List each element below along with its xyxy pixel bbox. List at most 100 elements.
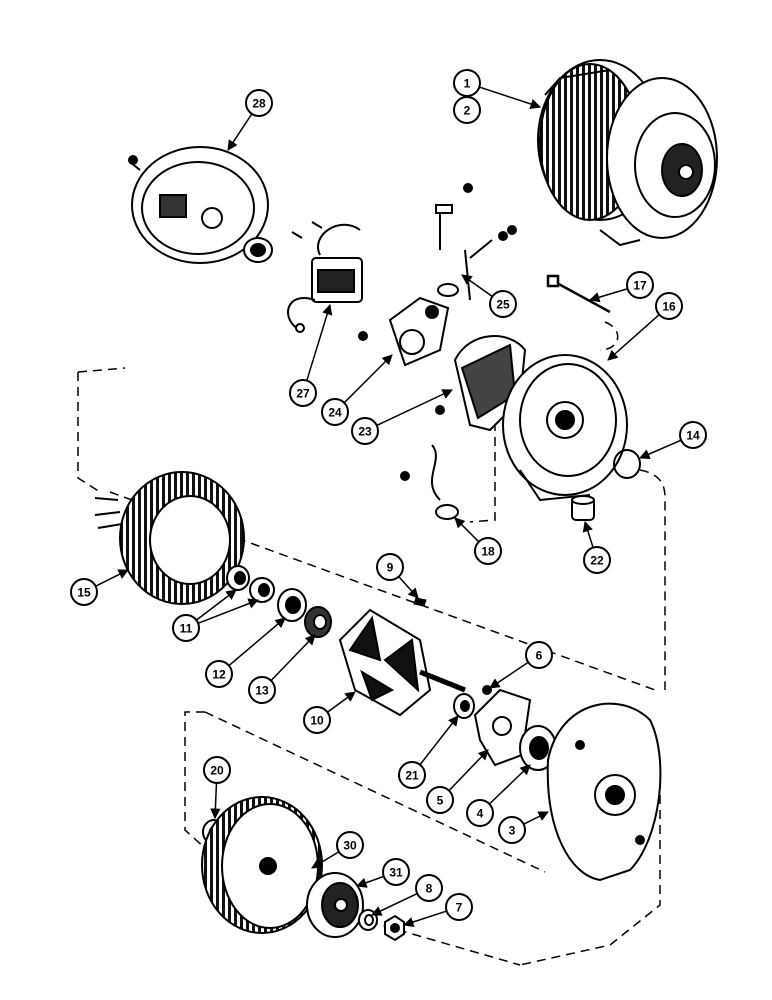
callout-circle	[303, 706, 331, 734]
callout-number: 6	[536, 649, 543, 663]
callout-circle	[489, 290, 517, 318]
callout-18: 18	[474, 537, 502, 565]
callout-number: 16	[662, 300, 676, 314]
part-connector	[400, 444, 459, 520]
part-bushing	[571, 495, 595, 521]
callout-21: 21	[398, 761, 426, 789]
part-stator	[94, 471, 245, 605]
callout-27: 27	[289, 379, 317, 407]
callout-number: 15	[77, 586, 91, 600]
leader-arrow	[488, 764, 531, 805]
callout-16: 16	[655, 292, 683, 320]
callout-number: 30	[343, 839, 357, 853]
callout-23: 23	[351, 417, 379, 445]
leader-arrow	[461, 274, 493, 298]
leader-arrow	[197, 598, 259, 624]
callout-circle	[205, 660, 233, 688]
callout-17: 17	[626, 271, 654, 299]
callout-circle	[382, 858, 410, 886]
callout-10: 10	[303, 706, 331, 734]
part-end-housing	[502, 354, 628, 502]
callout-circle	[583, 546, 611, 574]
part-screws-25	[435, 183, 517, 301]
callout-13: 13	[248, 676, 276, 704]
leader-arrow	[607, 314, 660, 361]
callout-number: 4	[477, 807, 484, 821]
callout-11: 11	[172, 614, 200, 642]
callout-22: 22	[583, 546, 611, 574]
callout-circle	[321, 398, 349, 426]
callout-number: 11	[180, 622, 193, 636]
callout-number: 31	[389, 866, 403, 880]
callout-number: 14	[686, 429, 700, 443]
callout-circle	[376, 553, 404, 581]
callout-number: 8	[426, 882, 433, 896]
part-fan	[201, 796, 323, 934]
callout-4: 4	[466, 799, 494, 827]
leader-arrow	[448, 749, 489, 792]
callout-number: 5	[437, 794, 444, 808]
callout-12: 12	[205, 660, 233, 688]
callout-circle	[626, 271, 654, 299]
leader-arrow	[227, 113, 253, 151]
leader-arrow	[376, 389, 453, 427]
callout-circle	[415, 874, 443, 902]
callout-number: 23	[358, 425, 372, 439]
part-spacers	[226, 565, 275, 603]
callout-circle	[498, 816, 526, 844]
callout-number: 1	[464, 77, 471, 91]
callout-circle	[172, 614, 200, 642]
callout-20: 20	[203, 756, 231, 784]
callout-25: 25	[489, 290, 517, 318]
callout-24: 24	[321, 398, 349, 426]
leader-arrow	[210, 782, 221, 820]
leader-arrow	[398, 576, 419, 599]
callout-circle	[453, 96, 481, 124]
callout-number: 25	[496, 298, 510, 312]
callout-15: 15	[70, 578, 98, 606]
callout-circle	[679, 421, 707, 449]
callout-circle	[336, 831, 364, 859]
part-through-bolt	[546, 274, 611, 314]
leader-arrow	[479, 86, 541, 110]
leader-arrow	[306, 303, 333, 381]
leader-arrow	[311, 851, 340, 869]
part-rear-cover	[128, 146, 273, 264]
leader-arrow	[588, 288, 628, 303]
callout-28: 28	[245, 89, 273, 117]
callout-7: 7	[445, 893, 473, 921]
part-lock-washer	[358, 909, 378, 931]
callout-6: 6	[525, 641, 553, 669]
callout-9: 9	[376, 553, 404, 581]
callout-number: 18	[481, 545, 495, 559]
leader-arrow	[419, 715, 459, 766]
callout-number: 28	[252, 97, 266, 111]
callout-number: 2	[464, 104, 471, 118]
part-rotor	[338, 608, 466, 717]
leader-arrow	[454, 517, 480, 543]
callout-number: 9	[387, 561, 394, 575]
part-regulator	[287, 221, 363, 333]
callout-circle	[426, 786, 454, 814]
callout-number: 7	[456, 901, 463, 915]
callout-number: 20	[210, 764, 224, 778]
part-bearing-12	[277, 588, 307, 622]
callout-circle	[655, 292, 683, 320]
callout-14: 14	[679, 421, 707, 449]
callout-8: 8	[415, 874, 443, 902]
leader-lines	[95, 86, 682, 928]
callout-number: 3	[509, 824, 516, 838]
part-alternator-assembly	[537, 59, 718, 247]
part-drive-end-housing	[546, 702, 662, 882]
leader-arrow	[195, 589, 237, 621]
callout-circle	[525, 641, 553, 669]
leader-arrow	[270, 634, 316, 682]
leader-arrow	[343, 354, 393, 404]
callout-number: 12	[212, 668, 226, 682]
leader-arrow	[95, 569, 129, 587]
callout-circle	[289, 379, 317, 407]
callout-circle	[466, 799, 494, 827]
callout-circle	[474, 537, 502, 565]
